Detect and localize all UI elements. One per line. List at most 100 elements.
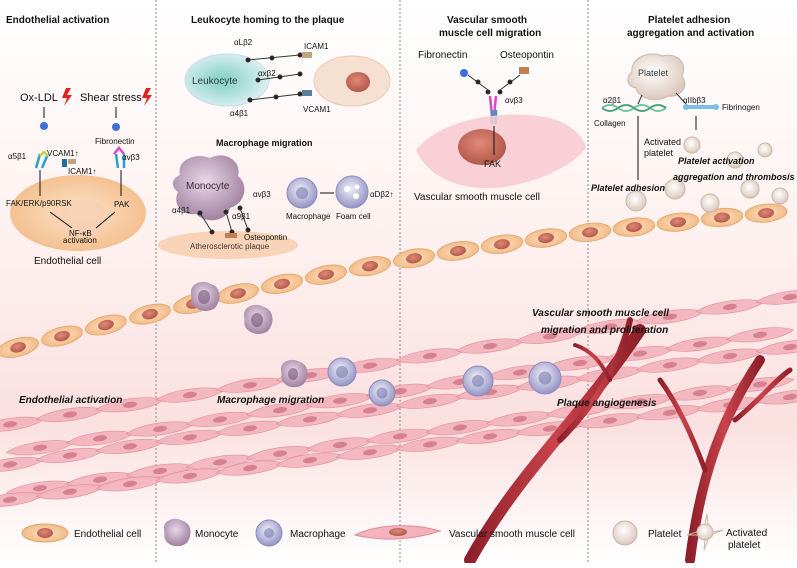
smooth-muscle-cell: [725, 327, 795, 343]
scene-angiogenesis-label: Plaque angiogenesis: [557, 398, 657, 409]
smooth-muscle-cell: [395, 436, 465, 452]
legend-activated-platelet-icon: [686, 513, 724, 551]
panel-title: Platelet adhesion: [648, 15, 730, 26]
panel-title: Vascular smooth: [447, 15, 527, 26]
activation-label: activation: [63, 236, 97, 245]
fibronectin-label: Fibronectin: [95, 137, 135, 146]
legend-activated-label: platelet: [728, 540, 760, 551]
legend-endothelial-icon: [21, 523, 69, 543]
endothelial-layer: [0, 203, 788, 358]
avb3-label: αvβ3: [505, 96, 523, 105]
axb2-label: αxβ2: [258, 69, 276, 78]
endothelial-cell: [41, 325, 83, 347]
endothelial-cell: [129, 303, 171, 325]
a5b1-label: α5β1: [8, 152, 27, 161]
panel-title: Macrophage migration: [216, 138, 313, 148]
macrophage-label: Macrophage: [286, 212, 331, 221]
plaque-label: Atherosclerotic plaque: [190, 242, 270, 251]
adhesion-links: [467, 74, 521, 95]
macrophage: [528, 361, 562, 395]
smooth-muscle-cell: [755, 339, 797, 355]
macrophage: [368, 379, 396, 407]
monocyte: [243, 304, 273, 334]
smooth-muscle-cell: [455, 338, 525, 354]
alb2-label: αLβ2: [234, 38, 253, 47]
avb3-label: αvβ3: [253, 190, 271, 199]
legend-macrophage-label: Macrophage: [290, 529, 346, 540]
panel-title: aggregation and activation: [627, 28, 754, 39]
scene-endothelial-label: Endothelial activation: [19, 395, 122, 406]
endothelial-cell: [612, 217, 656, 237]
fak-label: FAK: [484, 159, 501, 169]
legend-macrophage-icon: [255, 519, 283, 547]
arrow: [49, 211, 73, 229]
pak-label: PAK: [114, 200, 130, 209]
osteopontin-label: Osteopontin: [500, 50, 554, 61]
endothelial-cell: [524, 228, 568, 248]
endothelial-cell: [656, 212, 700, 232]
legend-vsmc-label: Vascular smooth muscle cell: [449, 529, 575, 540]
adhesion-links: [245, 52, 303, 103]
endothelial-cell: [744, 203, 788, 223]
legend-endothelial-label: Endothelial cell: [74, 529, 141, 540]
panel-platelet: Platelet adhesion aggregation and activa…: [591, 15, 795, 193]
surface-platelets: [625, 136, 789, 213]
ligand-dot: [112, 123, 120, 131]
monocyte-label: Monocyte: [186, 181, 230, 192]
platelet-label: Platelet: [638, 68, 669, 78]
panel-title: muscle cell migration: [439, 28, 541, 39]
vcam1-label: VCAM1↑: [47, 149, 79, 158]
monocyte: [190, 281, 220, 311]
scene-vsmc-label: migration and proliferation: [541, 325, 668, 336]
foam-cell-label: Foam cell: [336, 212, 371, 221]
legend-activated-label: Activated: [726, 528, 767, 539]
leukocyte-label: Leukocyte: [192, 76, 238, 87]
adhesion-links: [637, 92, 687, 105]
oxldl-label: Ox-LDL: [20, 92, 58, 104]
endothelial-cell-label: Endothelial cell: [34, 256, 101, 267]
a2b1-label: α2β1: [603, 96, 622, 105]
panel-endothelial: Endothelial activation Ox-LDL Shear stre…: [6, 15, 152, 267]
plaque-surface: [158, 231, 298, 259]
foam-cell: [335, 175, 369, 209]
platelet-adhesion-label: Platelet adhesion: [591, 183, 666, 193]
panel-macrophage: Macrophage migration Monocyte Atheroscle…: [158, 138, 393, 259]
lightning-icon: [62, 88, 72, 106]
shear-label: Shear stress: [80, 92, 142, 104]
monocyte: [280, 359, 308, 388]
smooth-muscle-cell: [95, 439, 165, 454]
leukocyte-cell: [184, 53, 270, 107]
endothelial-cell: [0, 336, 39, 358]
vsmc-label: Vascular smooth muscle cell: [414, 192, 540, 203]
vcam1-label: VCAM1: [303, 105, 331, 114]
activated-platelet-label: platelet: [644, 148, 674, 158]
a9b1-label: α9β1: [232, 212, 251, 221]
legend-monocyte-label: Monocyte: [195, 529, 239, 540]
legend-monocyte-icon: [163, 518, 191, 547]
smooth-muscle-cell: [275, 411, 345, 427]
macrophage: [462, 365, 494, 397]
legend: Endothelial cell Monocyte Macrophage Vas…: [21, 513, 767, 551]
activated-platelet-label: Activated: [644, 137, 681, 147]
a4b1-label: α4β1: [172, 206, 191, 215]
panel-title: Endothelial activation: [6, 15, 109, 26]
fibrinogen-label: Fibrinogen: [722, 103, 760, 112]
endothelial-cell: [217, 283, 259, 304]
osteopontin-label: Osteopontin: [244, 233, 287, 242]
endothelial-cell: [304, 264, 348, 285]
macrophage: [327, 357, 357, 387]
smooth-muscle-cell: [755, 289, 797, 305]
smooth-muscle-cell: [755, 389, 797, 405]
panel-vsmc: Vascular smooth muscle cell migration Fi…: [414, 15, 586, 203]
nucleus: [50, 200, 110, 236]
integrin: [114, 153, 126, 169]
endothelial-cell: [392, 248, 436, 269]
monocyte-cell: [172, 155, 245, 221]
legend-vsmc-icon: [353, 525, 442, 540]
avb3-label: αvβ3: [122, 153, 140, 162]
fak-label: FAK/ERK/p90RSK: [6, 199, 72, 208]
scene-cells: [190, 281, 562, 407]
fibronectin-label: Fibronectin: [418, 50, 467, 61]
